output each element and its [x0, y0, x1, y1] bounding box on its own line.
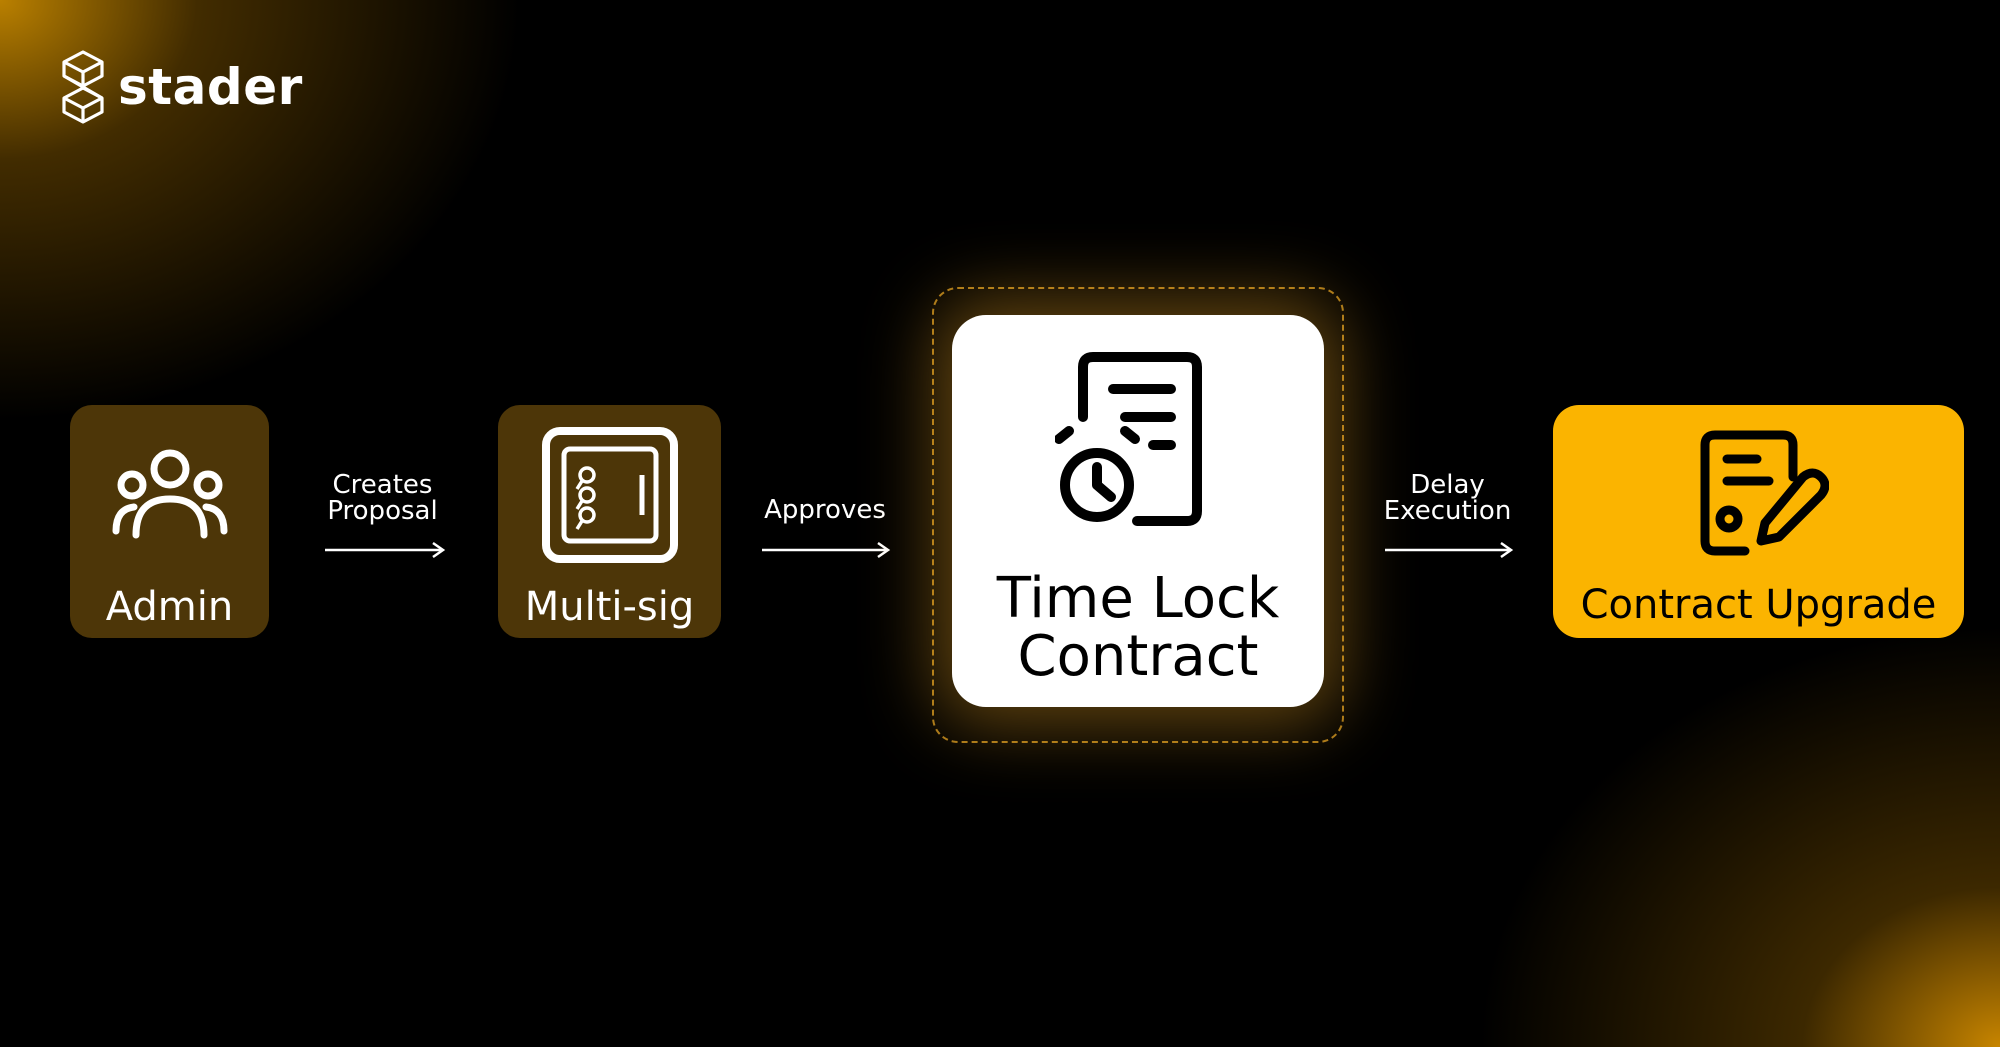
- delay-execution-line2: Execution: [1383, 496, 1512, 526]
- arrow-timelock-to-upgrade: [1385, 541, 1514, 559]
- timelock-label-line2: Contract: [1017, 624, 1259, 690]
- timelock-label-line1: Time Lock: [996, 566, 1280, 631]
- users-icon: [112, 449, 228, 539]
- contract-upgrade-label: Contract Upgrade: [1580, 582, 1937, 628]
- creates-proposal-label: Creates Proposal: [310, 472, 455, 524]
- multisig-node: Multi-sig: [498, 405, 721, 638]
- stader-logo-icon: [62, 50, 104, 124]
- contract-upgrade-node: Contract Upgrade: [1553, 405, 1964, 638]
- creates-proposal-line2: Proposal: [327, 496, 438, 526]
- approves-line1: Approves: [764, 495, 886, 525]
- document-edit-icon: [1700, 430, 1829, 556]
- admin-node: Admin: [70, 405, 269, 638]
- safe-vault-icon: [542, 427, 678, 563]
- admin-label: Admin: [105, 584, 234, 630]
- logo-wordmark: stader: [118, 58, 303, 116]
- creates-proposal-line1: Creates: [332, 470, 433, 500]
- approves-label: Approves: [755, 497, 895, 523]
- delay-execution-label: Delay Execution: [1375, 472, 1520, 524]
- arrow-admin-to-multisig: [325, 541, 446, 559]
- delay-execution-line1: Delay: [1410, 470, 1485, 500]
- stader-logo: stader: [60, 50, 303, 124]
- timelock-dashed-frame: [932, 287, 1344, 743]
- document-alarm-clock-icon: [1055, 352, 1202, 526]
- multisig-label: Multi-sig: [524, 584, 695, 630]
- timelock-label: Time Lock Contract: [952, 566, 1324, 690]
- arrow-multisig-to-timelock: [762, 541, 891, 559]
- timelock-node: Time Lock Contract: [952, 315, 1324, 707]
